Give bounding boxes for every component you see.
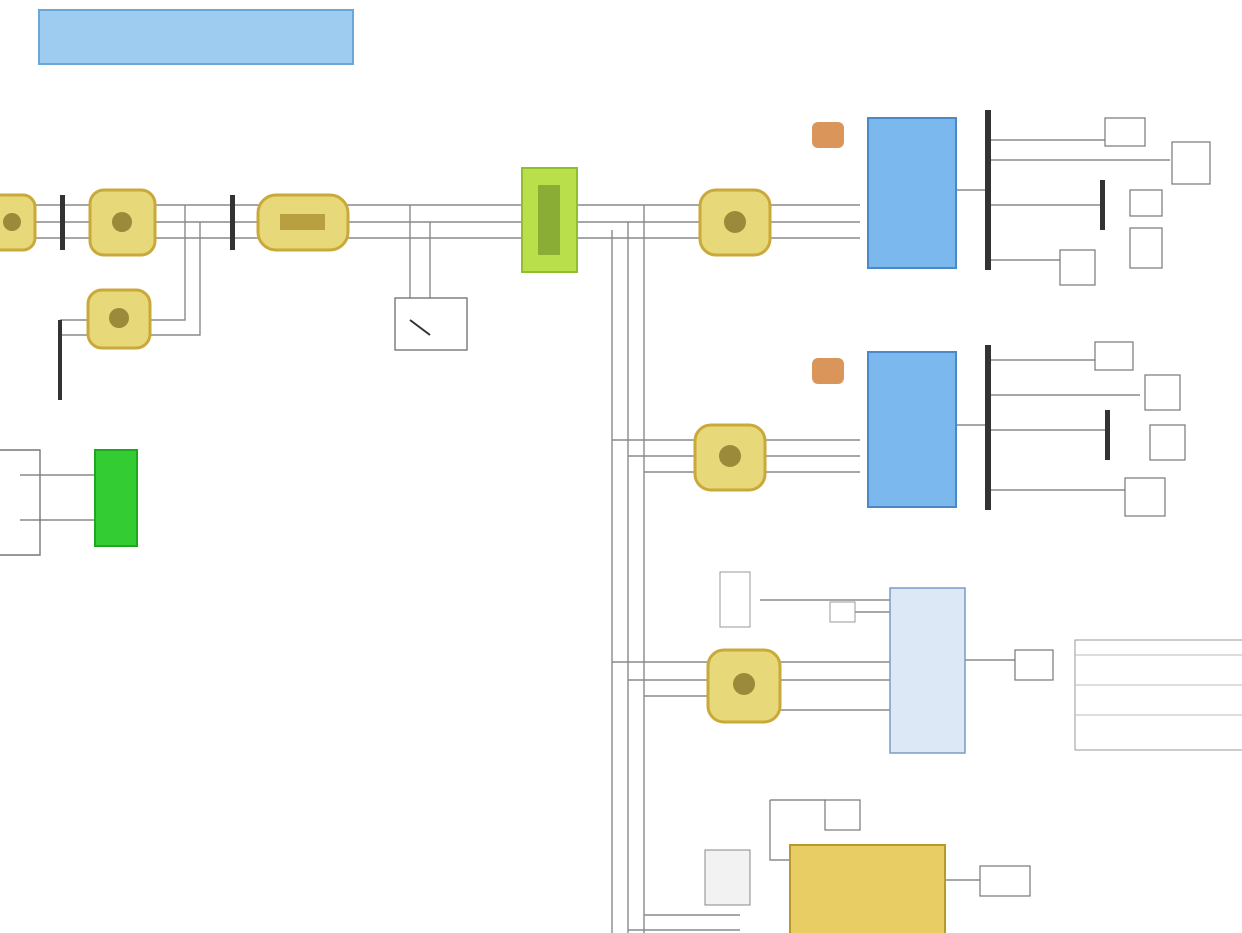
transformer-3[interactable] (256, 193, 350, 252)
transformer-2[interactable] (88, 188, 157, 257)
measurement-block[interactable] (704, 849, 751, 906)
bus-bar-3 (58, 320, 62, 400)
scope-out-2 (1171, 141, 1211, 185)
scope-out-11 (824, 799, 861, 831)
signal-wires (0, 139, 1170, 933)
load-block[interactable] (789, 844, 946, 933)
model-title-block[interactable] (38, 9, 354, 65)
scope-out-4 (1129, 227, 1163, 269)
transformer-7[interactable] (706, 648, 782, 724)
bus-bars (58, 110, 1110, 510)
scope-out-6 (1094, 341, 1134, 371)
scope-out-3 (1129, 189, 1163, 217)
bus-bar-1 (60, 195, 65, 250)
constant-block-2[interactable] (812, 358, 844, 384)
controller-inputs (719, 571, 856, 628)
scope-out-8 (1149, 424, 1186, 461)
transformer-1[interactable] (0, 193, 37, 252)
transformer-4[interactable] (86, 288, 152, 350)
bus-bar-2 (230, 195, 235, 250)
scope-out-7 (1144, 374, 1181, 411)
scope-out-5 (1059, 249, 1096, 286)
scope-block[interactable] (394, 297, 468, 351)
bus-bar-5 (985, 345, 991, 510)
transformer-5[interactable] (698, 188, 772, 257)
machine-1[interactable] (867, 117, 957, 269)
breaker[interactable] (521, 167, 578, 273)
bus-bar-6 (1100, 180, 1105, 230)
constant-block-1[interactable] (812, 122, 844, 148)
scope-out-10 (1014, 649, 1054, 681)
transformer-6[interactable] (693, 423, 767, 492)
controller[interactable] (889, 587, 966, 754)
input-bracket (0, 449, 41, 556)
output-scopes (824, 117, 1211, 897)
scope-out-1 (1104, 117, 1146, 147)
machine-2[interactable] (867, 351, 957, 508)
bus-bar-7 (1105, 410, 1110, 460)
green-block[interactable] (94, 449, 138, 547)
formula-panel (1074, 639, 1242, 751)
scope-out-9 (1124, 477, 1166, 517)
bus-bar-4 (985, 110, 991, 270)
scope-out-12 (979, 865, 1031, 897)
